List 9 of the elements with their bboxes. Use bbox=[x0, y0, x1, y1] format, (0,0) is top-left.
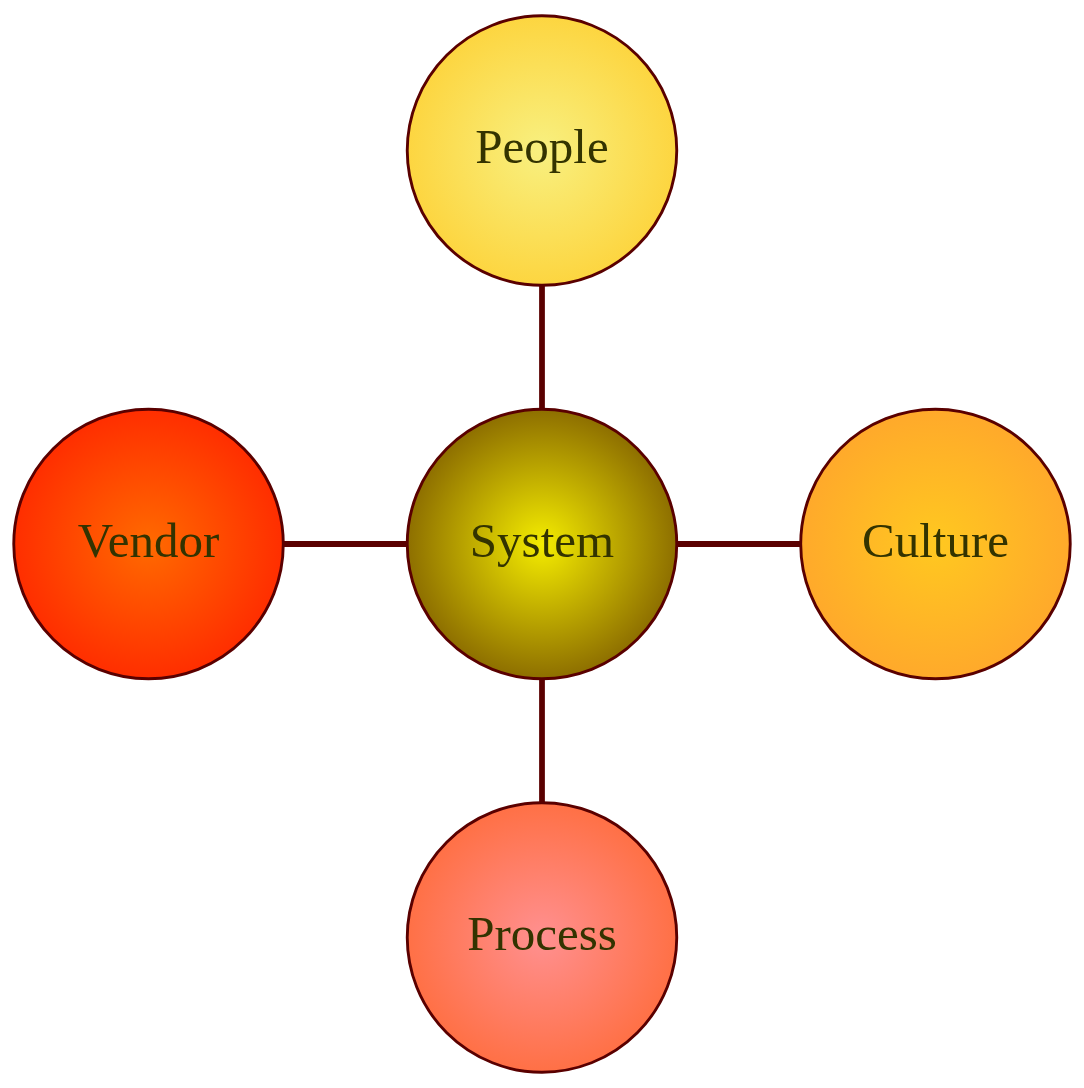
connector bbox=[283, 541, 408, 547]
node-circle: Culture bbox=[799, 407, 1072, 681]
node-circle: Vendor bbox=[12, 407, 285, 681]
connector bbox=[539, 285, 545, 410]
connector bbox=[676, 541, 801, 547]
node-circle: Process bbox=[405, 801, 679, 1074]
node-circle: System bbox=[405, 407, 679, 681]
node-circle: People bbox=[405, 14, 679, 287]
connector bbox=[539, 678, 545, 803]
